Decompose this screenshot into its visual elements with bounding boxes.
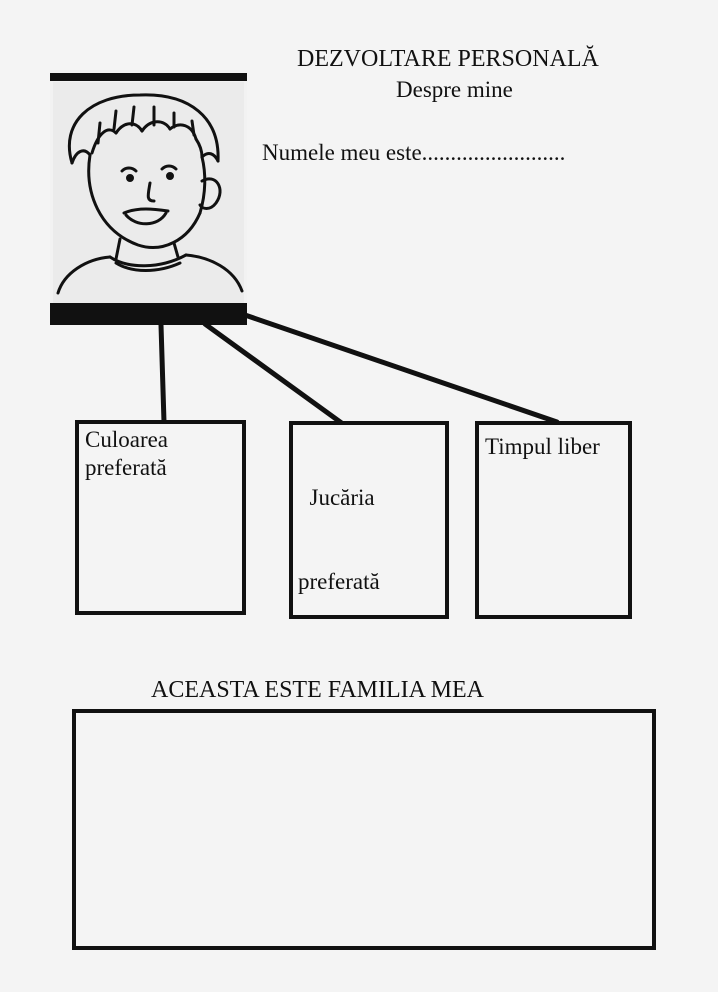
family-title: ACEASTA ESTE FAMILIA MEA bbox=[151, 677, 484, 703]
free-time-box[interactable] bbox=[475, 421, 632, 619]
family-drawing-box[interactable] bbox=[72, 709, 656, 950]
free-time-label: Timpul liber bbox=[485, 434, 600, 459]
favorite-color-label: Culoarea preferată bbox=[85, 427, 169, 480]
page-title: DEZVOLTARE PERSONALĂ bbox=[297, 46, 599, 72]
favorite-color-box[interactable] bbox=[75, 420, 246, 615]
boy-portrait-icon bbox=[50, 73, 247, 325]
page-subtitle: Despre mine bbox=[396, 77, 513, 102]
favorite-toy-box[interactable] bbox=[289, 421, 449, 619]
favorite-toy-label: Jucăria preferată bbox=[298, 485, 380, 594]
name-prompt: Numele meu este......................... bbox=[262, 140, 566, 165]
